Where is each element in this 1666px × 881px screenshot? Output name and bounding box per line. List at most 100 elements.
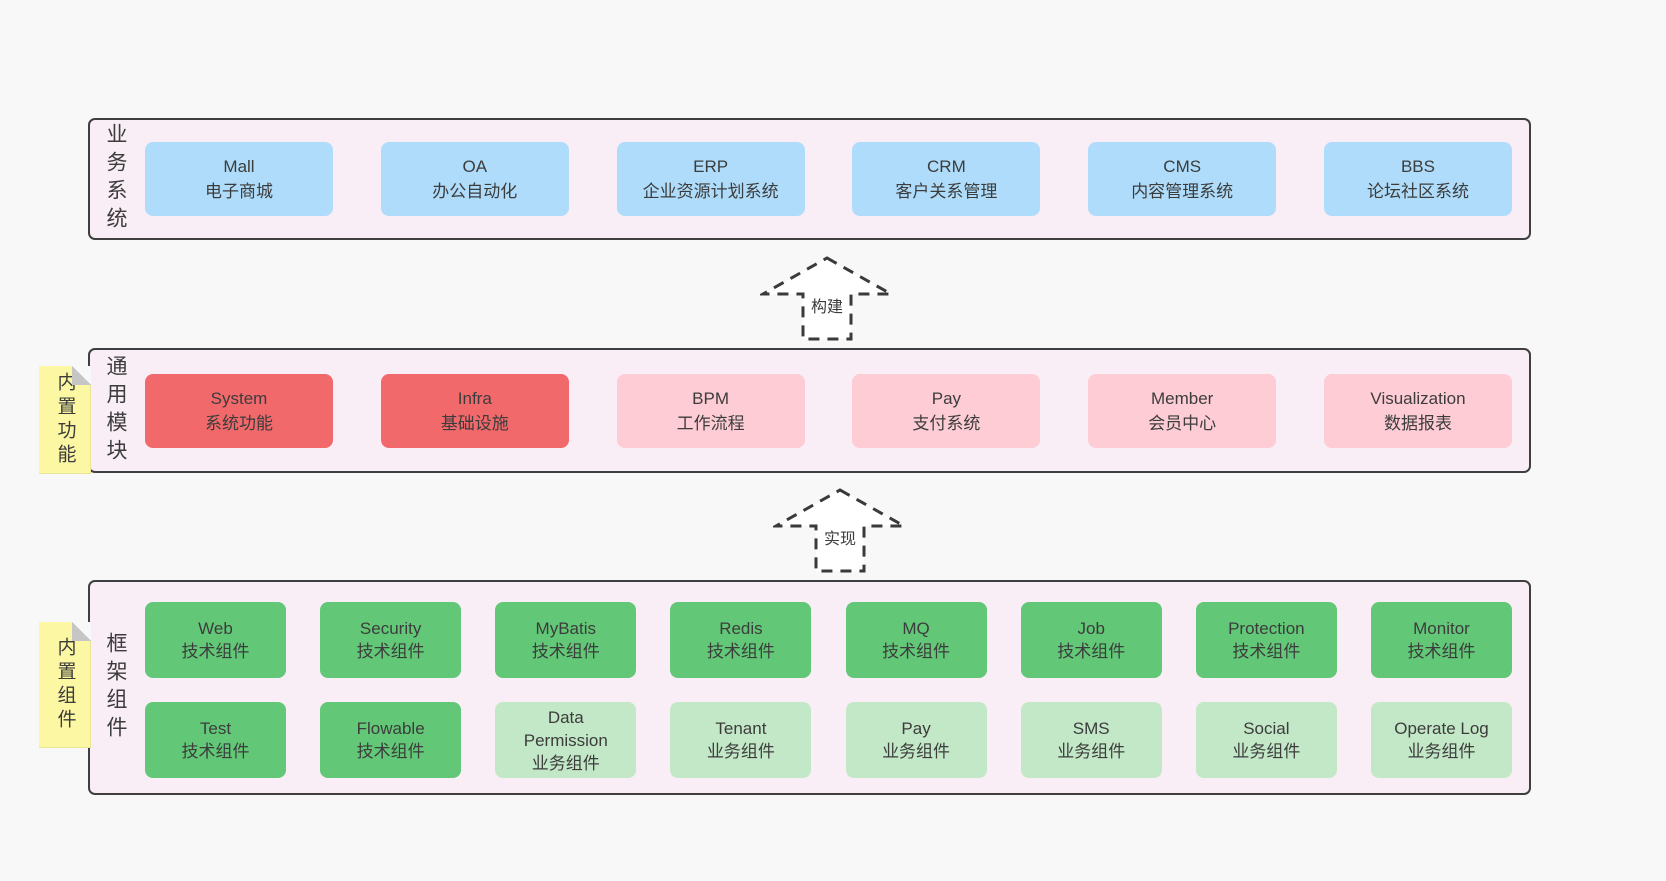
- builtin-components-sticky-note: 内置组件: [39, 622, 91, 748]
- node-operate-log: Operate Log 业务组件: [1370, 702, 1512, 778]
- node-subtitle: 业务组件: [1407, 742, 1476, 761]
- node-sms: SMS 业务组件: [1020, 702, 1162, 778]
- node-erp: ERP 企业资源计划系统: [616, 142, 805, 216]
- node-title: Tenant: [715, 719, 767, 738]
- components-layer-label: 框架组件: [104, 631, 127, 744]
- node-subtitle: 技术组件: [531, 642, 600, 661]
- node-crm: CRM 客户关系管理: [852, 142, 1041, 216]
- node-subtitle: 数据报表: [1383, 413, 1452, 433]
- dashed-up-arrow-icon: [760, 256, 894, 341]
- node-subtitle: 基础设施: [440, 413, 509, 433]
- node-subtitle: 技术组件: [356, 642, 425, 661]
- node-subtitle: 内容管理系统: [1131, 182, 1234, 201]
- node-subtitle: 业务组件: [706, 742, 775, 761]
- node-subtitle: 技术组件: [706, 642, 775, 661]
- node-subtitle: 论坛社区系统: [1366, 182, 1469, 201]
- node-title: Job: [1077, 619, 1105, 638]
- node-subtitle: 支付系统: [912, 413, 981, 433]
- node-title: MyBatis: [535, 619, 597, 638]
- implement-arrow-label: 实现: [823, 531, 857, 549]
- node-subtitle: 电子商城: [205, 182, 273, 201]
- node-title: Protection: [1228, 619, 1305, 638]
- node-title: BPM: [692, 388, 730, 408]
- dashed-up-arrow-icon: [773, 488, 907, 573]
- common-modules-layer: 内置功能 通用模块 System 系统功能 Infra 基础设施 BPM 工作流…: [39, 348, 1531, 474]
- node-subtitle: 业务组件: [1232, 742, 1301, 761]
- node-protection: Protection 技术组件: [1195, 602, 1337, 678]
- node-pay-module: Pay 支付系统: [852, 373, 1041, 448]
- node-title: Operate Log: [1394, 719, 1489, 738]
- node-mybatis: MyBatis 技术组件: [495, 602, 637, 678]
- node-subtitle: 业务组件: [531, 753, 600, 773]
- node-social: Social 业务组件: [1195, 702, 1337, 778]
- node-oa: OA 办公自动化: [380, 142, 569, 216]
- node-title: OA: [462, 157, 488, 176]
- business-layer-label: 业务系统: [104, 123, 127, 235]
- node-title: Web: [198, 619, 233, 638]
- folded-corner-icon: [72, 366, 91, 385]
- node-title: Monitor: [1413, 619, 1470, 638]
- builtin-functions-sticky-note: 内置功能: [39, 366, 91, 474]
- node-subtitle: 技术组件: [181, 742, 250, 761]
- node-title: Social: [1243, 719, 1290, 738]
- node-title: Mall: [223, 157, 255, 176]
- node-security: Security 技术组件: [320, 602, 462, 678]
- folded-corner-icon: [72, 622, 91, 641]
- node-title: Redis: [719, 619, 763, 638]
- node-title: Pay: [901, 719, 931, 738]
- node-mall: Mall 电子商城: [145, 142, 333, 216]
- node-title: Data Permission: [523, 707, 608, 750]
- node-subtitle: 系统功能: [205, 413, 273, 433]
- node-mq: MQ 技术组件: [845, 602, 987, 678]
- components-row-1: Web 技术组件 Security 技术组件 MyBatis 技术组件 Redi…: [145, 602, 1512, 678]
- sticky-note-label: 内置组件: [54, 637, 76, 733]
- node-subtitle: 技术组件: [181, 642, 250, 661]
- node-subtitle: 技术组件: [882, 642, 951, 661]
- business-boxes-row: Mall 电子商城 OA 办公自动化 ERP 企业资源计划系统 CRM 客户关系…: [145, 120, 1512, 238]
- node-test: Test 技术组件: [145, 702, 286, 778]
- node-monitor: Monitor 技术组件: [1370, 602, 1512, 678]
- business-systems-layer: 业务系统 Mall 电子商城 OA 办公自动化 ERP 企业资源计划系统 CRM…: [88, 118, 1531, 240]
- modules-boxes-row: System 系统功能 Infra 基础设施 BPM 工作流程 Pay 支付系统…: [145, 350, 1512, 471]
- modules-layer-label: 通用模块: [104, 354, 127, 467]
- node-system: System 系统功能: [145, 373, 333, 448]
- node-subtitle: 办公自动化: [432, 182, 518, 201]
- node-title: ERP: [693, 157, 729, 176]
- node-bbs: BBS 论坛社区系统: [1323, 142, 1512, 216]
- node-title: CMS: [1163, 157, 1202, 176]
- node-title: Infra: [457, 388, 492, 408]
- node-title: BBS: [1400, 157, 1435, 176]
- node-title: Visualization: [1370, 388, 1466, 408]
- node-data-permission: Data Permission 业务组件: [495, 702, 637, 778]
- node-title: Security: [359, 619, 422, 638]
- node-cms: CMS 内容管理系统: [1088, 142, 1277, 216]
- node-title: Pay: [931, 388, 962, 408]
- node-infra: Infra 基础设施: [380, 373, 569, 448]
- build-arrow: 构建: [760, 255, 894, 343]
- node-title: SMS: [1072, 719, 1110, 738]
- node-subtitle: 技术组件: [1232, 642, 1301, 661]
- node-bpm: BPM 工作流程: [616, 373, 805, 448]
- node-subtitle: 业务组件: [1057, 742, 1126, 761]
- node-job: Job 技术组件: [1020, 602, 1162, 678]
- node-subtitle: 客户关系管理: [895, 182, 998, 201]
- node-subtitle: 技术组件: [1407, 642, 1476, 661]
- components-row-2: Test 技术组件 Flowable 技术组件 Data Permission …: [145, 702, 1512, 778]
- node-subtitle: 业务组件: [882, 742, 951, 761]
- node-tenant: Tenant 业务组件: [670, 702, 812, 778]
- node-title: CRM: [927, 157, 966, 176]
- node-pay-component: Pay 业务组件: [845, 702, 987, 778]
- node-flowable: Flowable 技术组件: [320, 702, 462, 778]
- node-member: Member 会员中心: [1088, 373, 1277, 448]
- node-subtitle: 会员中心: [1148, 413, 1217, 433]
- node-subtitle: 工作流程: [676, 413, 745, 433]
- node-title: MQ: [902, 619, 930, 638]
- node-redis: Redis 技术组件: [670, 602, 812, 678]
- node-subtitle: 企业资源计划系统: [642, 182, 779, 201]
- node-subtitle: 技术组件: [1057, 642, 1126, 661]
- node-subtitle: 技术组件: [356, 742, 425, 761]
- node-title: Flowable: [356, 719, 425, 738]
- node-title: System: [210, 388, 268, 408]
- node-title: Member: [1151, 388, 1214, 408]
- build-arrow-label: 构建: [810, 299, 844, 317]
